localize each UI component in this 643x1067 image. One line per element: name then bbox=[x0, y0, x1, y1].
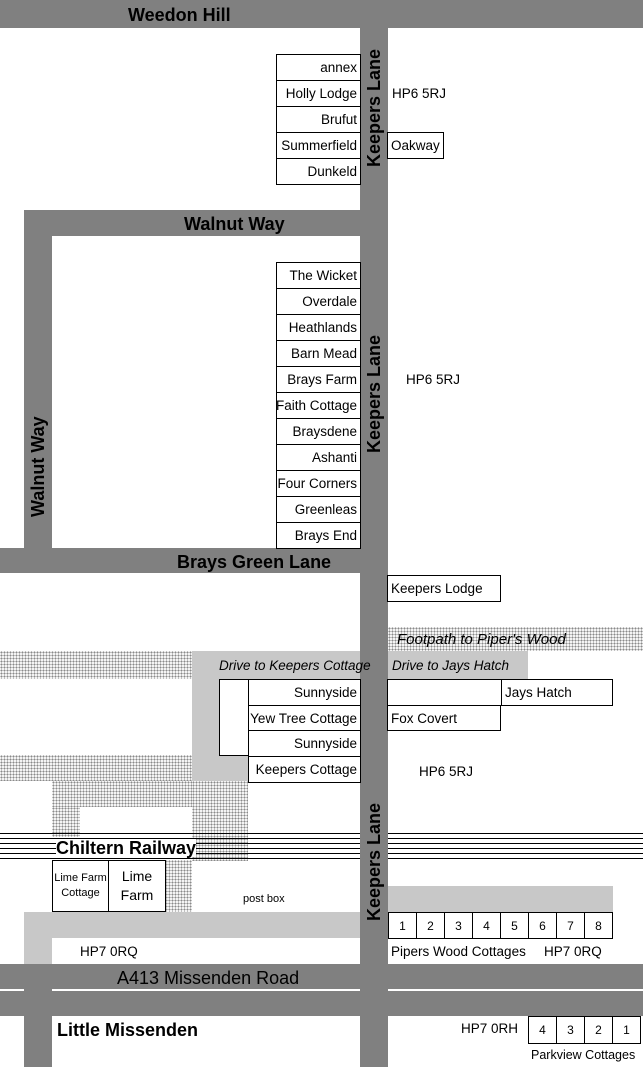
pipers-wood-cottages-label: Pipers Wood Cottages bbox=[391, 944, 526, 959]
woodland-patch-4 bbox=[165, 860, 192, 912]
parkview-cottage-3[interactable]: 3 bbox=[556, 1016, 585, 1044]
drive-keepers-cottage-shape bbox=[192, 651, 360, 679]
pipers-wood-cottage-5[interactable]: 5 bbox=[500, 912, 529, 939]
a413-centre-line-3 bbox=[388, 989, 643, 991]
house-annex[interactable]: annex bbox=[276, 54, 361, 81]
postcode-lower: HP6 5RJ bbox=[419, 764, 474, 779]
brays-green-lane-label: Brays Green Lane bbox=[177, 552, 332, 572]
brays-green-lane-road bbox=[0, 548, 388, 573]
little-missenden-label: Little Missenden bbox=[57, 1020, 199, 1040]
lime-farm-cottage-label: Lime Farm Cottage bbox=[54, 872, 107, 899]
house-jays-hatch-plot bbox=[387, 679, 502, 706]
postcode-west-bottom: HP7 0RQ bbox=[80, 944, 138, 959]
pipers-wood-cottage-1[interactable]: 1 bbox=[388, 912, 417, 939]
drive-keepers-cottage-label: Drive to Keepers Cottage bbox=[219, 658, 371, 673]
keepers-lane-road bbox=[360, 0, 388, 1067]
lane-to-post-box bbox=[24, 912, 360, 938]
parkview-cottage-2[interactable]: 2 bbox=[584, 1016, 613, 1044]
house-keepers-cottage[interactable]: Keepers Cottage bbox=[248, 756, 361, 783]
walnut-way-side-label: Walnut Way bbox=[28, 416, 48, 517]
house-ashanti[interactable]: Ashanti bbox=[276, 444, 361, 471]
a413-centre-line-2 bbox=[52, 989, 360, 991]
house-dunkeld[interactable]: Dunkeld bbox=[276, 158, 361, 185]
house-brays-end[interactable]: Brays End bbox=[276, 522, 361, 549]
house-oakway[interactable]: Oakway bbox=[387, 132, 444, 159]
walnut-way-side-road bbox=[24, 210, 52, 573]
house-keepers-lodge[interactable]: Keepers Lodge bbox=[387, 575, 501, 602]
keepers-lane-label-1: Keepers Lane bbox=[364, 48, 384, 167]
house-jays-hatch[interactable]: Jays Hatch bbox=[501, 679, 613, 706]
house-greenleas[interactable]: Greenleas bbox=[276, 496, 361, 523]
house-braysdene[interactable]: Braysdene bbox=[276, 418, 361, 445]
pipers-wood-cottage-2[interactable]: 2 bbox=[416, 912, 445, 939]
house-brufut[interactable]: Brufut bbox=[276, 106, 361, 133]
drive-jays-hatch-label: Drive to Jays Hatch bbox=[392, 658, 510, 673]
weedon-hill-road bbox=[0, 0, 643, 28]
footpath-label: Footpath to Piper's Wood bbox=[397, 631, 566, 648]
parkview-cottage-4[interactable]: 4 bbox=[528, 1016, 557, 1044]
house-faith-cottage[interactable]: Faith Cottage bbox=[276, 392, 361, 419]
house-sunnyside-2[interactable]: Sunnyside bbox=[248, 730, 361, 757]
postcode-east-bottom: HP7 0RQ bbox=[544, 944, 602, 959]
drive-jays-hatch-shape bbox=[388, 651, 528, 679]
house-barn-mead[interactable]: Barn Mead bbox=[276, 340, 361, 367]
house-heathlands[interactable]: Heathlands bbox=[276, 314, 361, 341]
house-four-corners[interactable]: Four Corners bbox=[276, 470, 361, 497]
walnut-way-top-label: Walnut Way bbox=[184, 214, 285, 234]
postcode-top: HP6 5RJ bbox=[392, 86, 447, 101]
house-sunnyside-1[interactable]: Sunnyside bbox=[248, 679, 361, 706]
chiltern-railway-label: Chiltern Railway bbox=[56, 838, 197, 858]
lime-farm-label: Lime Farm bbox=[120, 868, 154, 903]
house-summerfield[interactable]: Summerfield bbox=[276, 132, 361, 159]
woodland-strip-south bbox=[0, 755, 192, 781]
a413-centre-line bbox=[0, 989, 24, 991]
postcode-middle: HP6 5RJ bbox=[406, 372, 461, 387]
house-the-wicket[interactable]: The Wicket bbox=[276, 262, 361, 289]
pipers-wood-cottage-7[interactable]: 7 bbox=[556, 912, 585, 939]
postcode-parkview: HP7 0RH bbox=[461, 1021, 519, 1036]
pipers-wood-cottage-6[interactable]: 6 bbox=[528, 912, 557, 939]
house-overdale[interactable]: Overdale bbox=[276, 288, 361, 315]
pipers-wood-cottage-3[interactable]: 3 bbox=[444, 912, 473, 939]
lane-west-vertical bbox=[24, 912, 52, 964]
woodland-strip-north bbox=[0, 651, 192, 679]
a413-label: A413 Missenden Road bbox=[117, 968, 300, 988]
plot-keepers-cottage-side bbox=[219, 679, 249, 756]
house-fox-covert[interactable]: Fox Covert bbox=[387, 705, 501, 731]
lime-farm[interactable]: Lime Farm bbox=[108, 860, 166, 912]
house-yew-tree-cottage[interactable]: Yew Tree Cottage bbox=[248, 705, 361, 731]
house-holly-lodge[interactable]: Holly Lodge bbox=[276, 80, 361, 107]
woodland-patch-2 bbox=[52, 807, 80, 837]
parkview-cottage-1[interactable]: 1 bbox=[612, 1016, 641, 1044]
walnut-way-top-road bbox=[24, 210, 360, 236]
lime-farm-cottage[interactable]: Lime Farm Cottage bbox=[52, 860, 109, 912]
west-lane-south bbox=[24, 964, 52, 1067]
house-brays-farm[interactable]: Brays Farm bbox=[276, 366, 361, 393]
parkview-cottages-label: Parkview Cottages bbox=[531, 1048, 636, 1062]
weedon-hill-label: Weedon Hill bbox=[128, 5, 231, 25]
keepers-lane-label-3: Keepers Lane bbox=[364, 802, 384, 921]
keepers-lane-label-2: Keepers Lane bbox=[364, 334, 384, 453]
pipers-wood-lane bbox=[388, 886, 613, 912]
footpath-area bbox=[388, 627, 643, 651]
drive-keepers-cottage-bottom bbox=[192, 755, 248, 781]
pipers-wood-cottage-8[interactable]: 8 bbox=[584, 912, 613, 939]
post-box-label: post box bbox=[243, 893, 285, 905]
pipers-wood-cottage-4[interactable]: 4 bbox=[472, 912, 501, 939]
